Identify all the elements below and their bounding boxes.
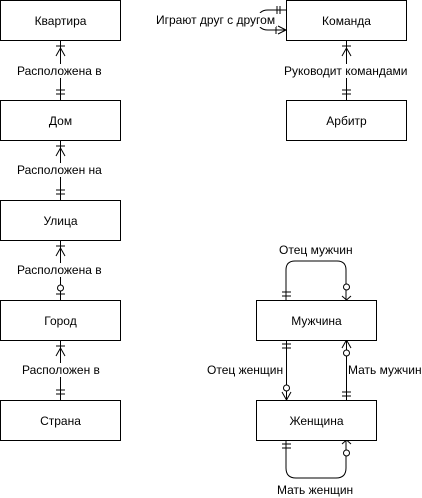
relation-man-woman-mother-label: Мать мужчин (347, 363, 422, 377)
relation-woman-self-label: Мать женщин (276, 483, 355, 497)
entity-street[interactable]: Улица (0, 200, 121, 241)
entity-man[interactable]: Мужчина (256, 300, 377, 341)
edge-man-self (282, 260, 352, 301)
entity-referee[interactable]: Арбитр (286, 100, 407, 141)
entity-woman[interactable]: Женщина (256, 400, 377, 441)
edge-street-city (55, 240, 66, 300)
relation-team-referee-label: Руководит командами (283, 64, 409, 78)
edge-woman-man-father (281, 340, 292, 402)
entity-country[interactable]: Страна (0, 400, 121, 441)
relation-apartment-house-label: Расположена в (16, 64, 103, 78)
relation-man-self-label: Отец мужчин (278, 243, 354, 257)
relation-street-city-label: Расположена в (16, 263, 103, 277)
relation-team-self-label: Играют друг с другом (155, 13, 277, 27)
relation-house-street-label: Расположен на (16, 163, 103, 177)
entity-apartment[interactable]: Квартира (0, 0, 121, 41)
relation-woman-man-father-label: Отец женщин (206, 363, 285, 377)
entity-house[interactable]: Дом (0, 100, 121, 141)
entity-team[interactable]: Команда (286, 0, 407, 41)
edge-woman-self (282, 439, 352, 479)
relation-city-country-label: Расположен в (21, 363, 101, 377)
entity-city[interactable]: Город (0, 300, 121, 341)
